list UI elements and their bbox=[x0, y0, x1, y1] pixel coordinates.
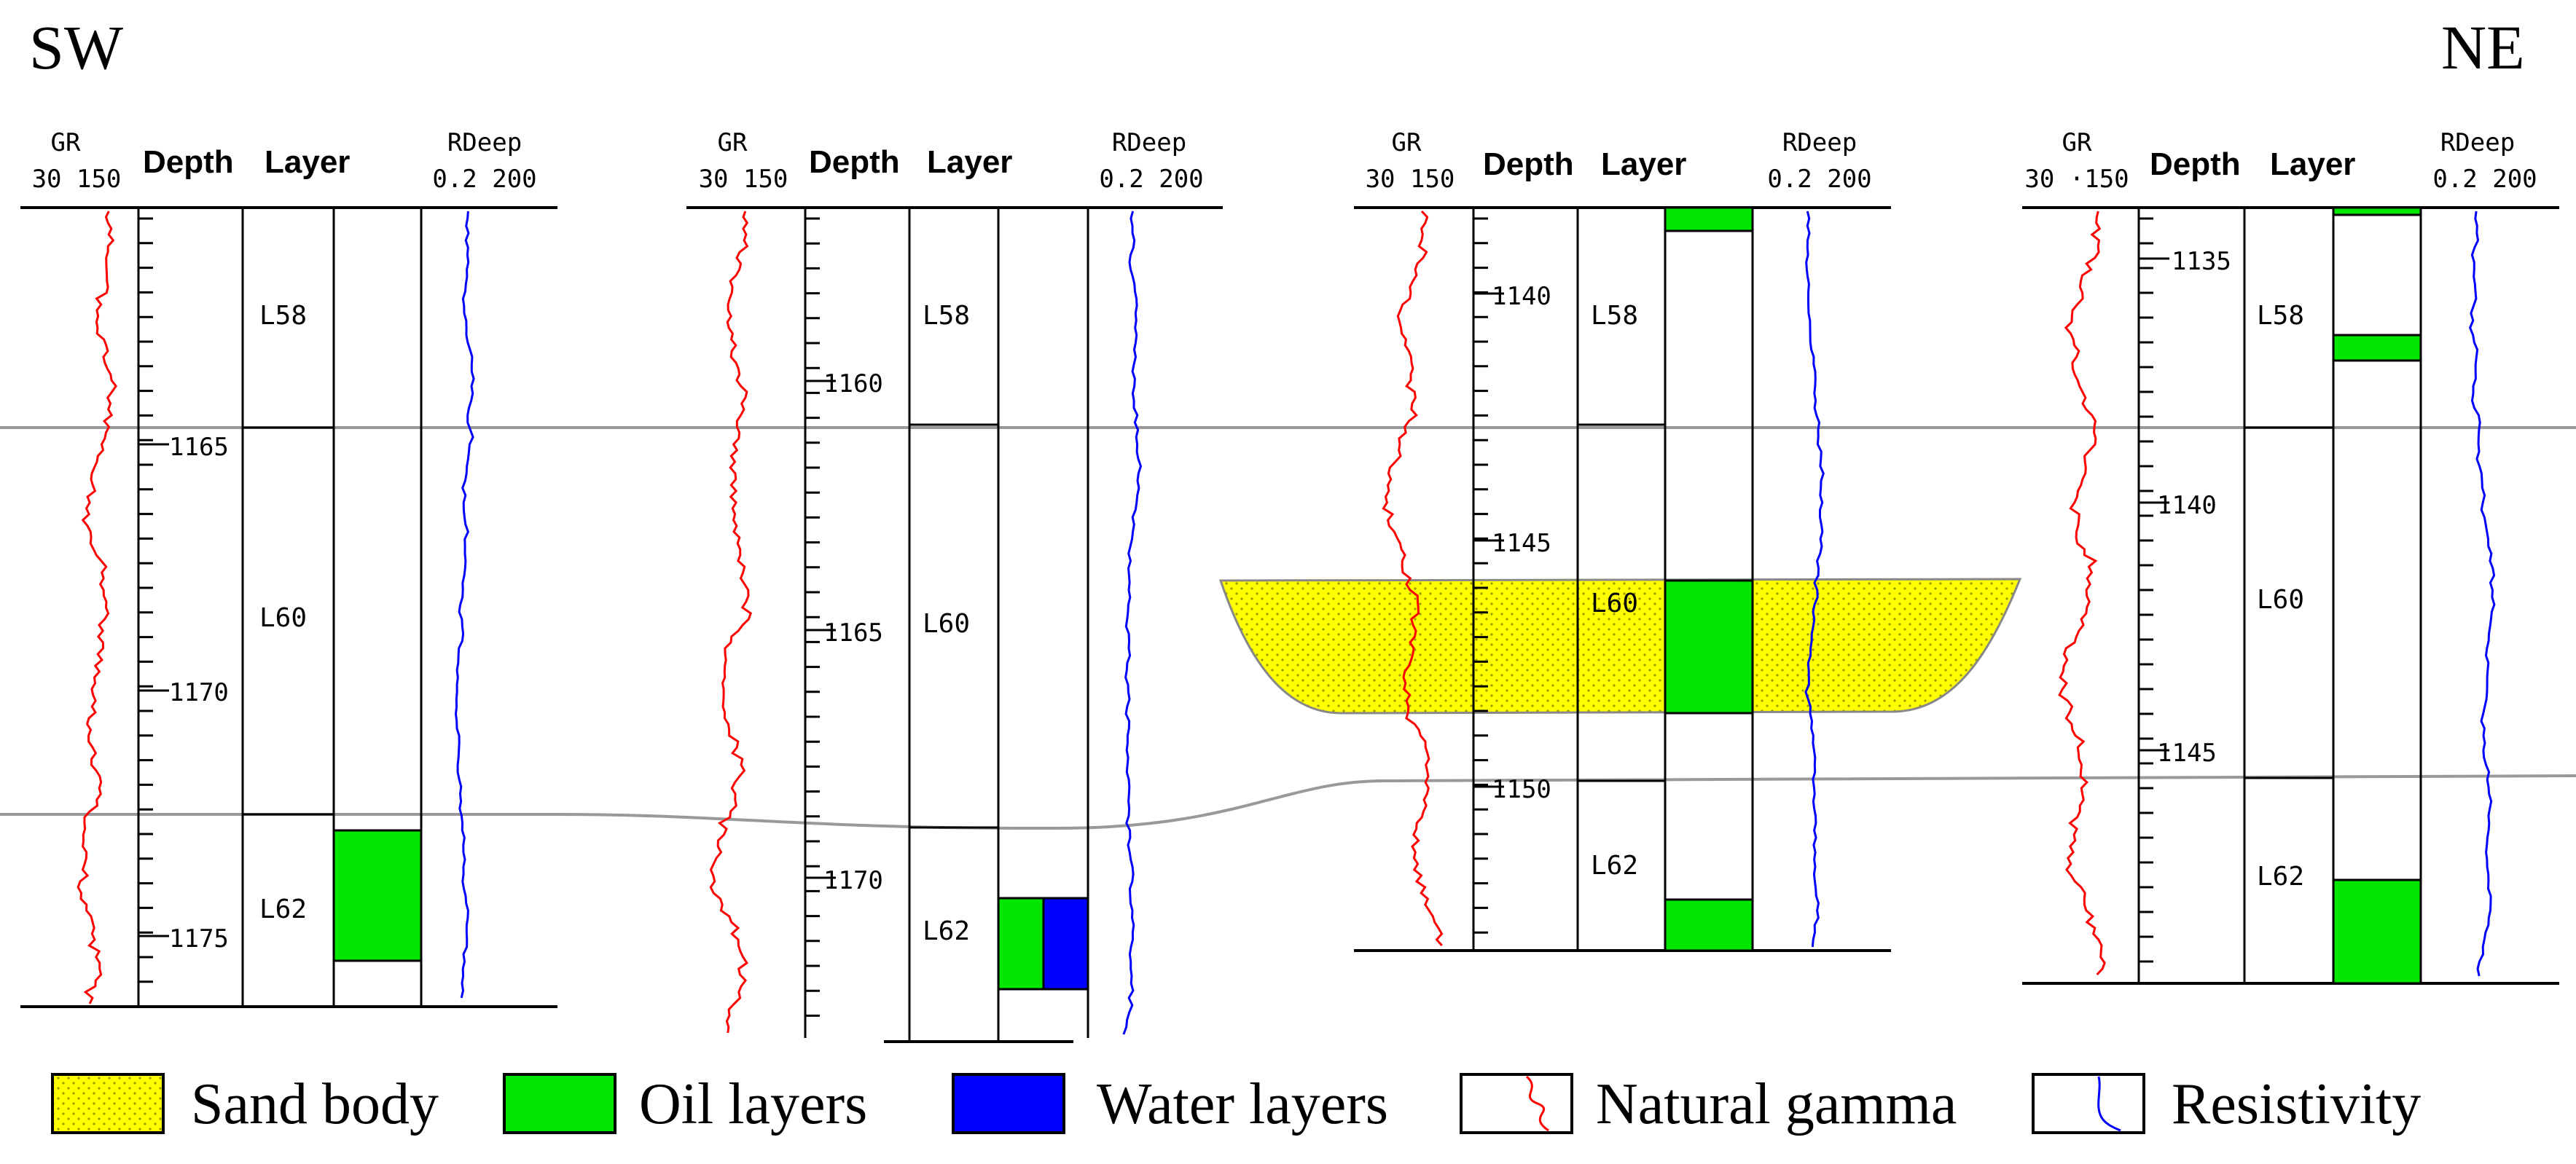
depth-header: Depth bbox=[809, 144, 900, 180]
layer-label: L58 bbox=[1591, 301, 1638, 331]
water-layer bbox=[1042, 897, 1089, 991]
rdeep-scale: 0.2 200 bbox=[432, 165, 536, 194]
gr-header: GR bbox=[718, 128, 748, 157]
natural-gamma-curve bbox=[709, 211, 752, 1034]
layer-label: L62 bbox=[2257, 862, 2304, 892]
oil-layer bbox=[2332, 878, 2422, 985]
depth-ticks bbox=[138, 217, 153, 983]
depth-ticks bbox=[805, 217, 820, 1017]
depth-label: 1140 bbox=[1492, 282, 1551, 311]
layer-label: L62 bbox=[1591, 851, 1638, 881]
gr-header: GR bbox=[51, 128, 81, 157]
layer-label: L58 bbox=[923, 301, 970, 331]
oil-layer bbox=[2332, 206, 2422, 216]
gr-header: GR bbox=[2062, 128, 2092, 157]
rdeep-header: RDeep bbox=[1782, 128, 1857, 157]
legend-label-oil-layers: Oil layers bbox=[639, 1072, 867, 1136]
gr-scale: 30 ·150 bbox=[2024, 165, 2129, 194]
gr-scale: 30 150 bbox=[699, 165, 788, 194]
legend-swatch-sand-body bbox=[51, 1073, 165, 1134]
resistivity-curve-icon bbox=[2097, 1076, 2121, 1132]
depth-label: 1140 bbox=[2157, 491, 2217, 520]
rdeep-header: RDeep bbox=[447, 128, 522, 157]
gr-scale: 30 150 bbox=[1366, 165, 1455, 194]
rdeep-scale: 0.2 200 bbox=[1767, 165, 1871, 194]
rdeep-header: RDeep bbox=[1112, 128, 1186, 157]
depth-label: 1135 bbox=[2172, 247, 2231, 276]
oil-layer bbox=[1664, 206, 1754, 232]
direction-label-sw: SW bbox=[29, 12, 123, 82]
correlation-line-bottom bbox=[0, 774, 2576, 830]
depth-label: 1170 bbox=[169, 678, 229, 707]
oil-layer bbox=[2332, 334, 2422, 362]
depth-label: 1165 bbox=[823, 618, 883, 648]
depth-label: 1145 bbox=[2157, 739, 2217, 768]
well-2: GR 30 150 Depth Layer RDeep 0.2 200 1160… bbox=[686, 128, 1223, 1043]
well-4: GR 30 ·150 Depth Layer RDeep 0.2 200 113… bbox=[2022, 128, 2559, 985]
depth-label: 1170 bbox=[823, 866, 883, 895]
depth-ticks bbox=[1473, 217, 1488, 934]
legend-swatch-water-layers bbox=[952, 1073, 1065, 1134]
depth-header: Depth bbox=[143, 144, 234, 180]
resistivity-curve bbox=[1122, 211, 1143, 1035]
oil-layer bbox=[997, 897, 1045, 991]
layer-label: L60 bbox=[259, 603, 307, 633]
oil-layer bbox=[1664, 898, 1754, 952]
depth-label: 1175 bbox=[169, 924, 229, 953]
legend-swatch-resistivity bbox=[2032, 1073, 2145, 1134]
layer-label: L60 bbox=[1591, 589, 1638, 618]
direction-label-ne: NE bbox=[2441, 12, 2525, 82]
depth-label: 1165 bbox=[169, 433, 229, 462]
depth-label: 1150 bbox=[1492, 775, 1551, 804]
depth-header: Depth bbox=[1483, 146, 1574, 182]
depth-ticks bbox=[2139, 217, 2153, 963]
well-3: GR 30 150 Depth Layer RDeep 0.2 200 1140… bbox=[1354, 128, 1891, 952]
layer-label: L62 bbox=[923, 916, 970, 946]
natural-gamma-curve bbox=[2058, 211, 2106, 976]
resistivity-curve bbox=[1804, 211, 1825, 948]
well-1: GR 30 150 Depth Layer RDeep 0.2 200 1165… bbox=[20, 128, 557, 1008]
rdeep-header: RDeep bbox=[2440, 128, 2515, 157]
rdeep-scale: 0.2 200 bbox=[2432, 165, 2537, 194]
legend-label-resistivity: Resistivity bbox=[2172, 1072, 2421, 1136]
legend-swatch-natural-gamma bbox=[1460, 1073, 1573, 1134]
depth-label: 1145 bbox=[1492, 529, 1551, 558]
layer-header: Layer bbox=[927, 144, 1012, 180]
resistivity-curve bbox=[454, 211, 475, 999]
layer-label: L60 bbox=[2257, 585, 2304, 615]
oil-layer bbox=[332, 829, 423, 962]
layer-label: L60 bbox=[923, 609, 970, 639]
depth-label: 1160 bbox=[823, 369, 883, 398]
layer-header: Layer bbox=[2270, 146, 2355, 182]
layer-label: L62 bbox=[259, 894, 307, 924]
oil-layer bbox=[1664, 579, 1754, 715]
layer-header: Layer bbox=[265, 144, 350, 180]
rdeep-scale: 0.2 200 bbox=[1099, 165, 1203, 194]
layer-label: L58 bbox=[259, 301, 307, 331]
gr-header: GR bbox=[1392, 128, 1422, 157]
gr-scale: 30 150 bbox=[32, 165, 122, 194]
resistivity-curve bbox=[2468, 211, 2496, 977]
gamma-curve-icon bbox=[1525, 1075, 1549, 1132]
layer-header: Layer bbox=[1601, 146, 1686, 182]
legend-label-natural-gamma: Natural gamma bbox=[1596, 1072, 1957, 1136]
depth-header: Depth bbox=[2150, 146, 2241, 182]
legend-label-water-layers: Water layers bbox=[1097, 1072, 1388, 1136]
natural-gamma-curve bbox=[77, 211, 117, 1004]
legend: Sand body Oil layers Water layers Natura… bbox=[51, 1072, 2421, 1136]
legend-label-sand-body: Sand body bbox=[191, 1072, 439, 1136]
sand-body bbox=[1218, 578, 2022, 715]
layer-label: L58 bbox=[2257, 301, 2304, 331]
legend-swatch-oil-layers bbox=[503, 1073, 616, 1134]
natural-gamma-curve bbox=[1382, 210, 1444, 947]
